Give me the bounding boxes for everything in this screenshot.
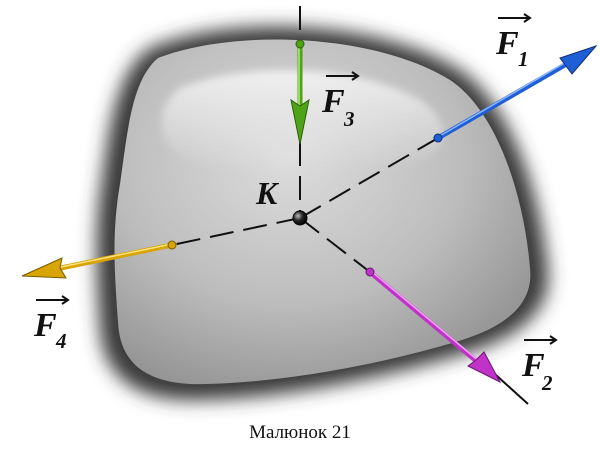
label-f4: F 4 [33, 295, 70, 353]
line-of-action-f1 [299, 137, 439, 219]
label-f3: F 3 [321, 71, 360, 131]
f1-letter: F [495, 25, 519, 62]
f3-letter: F [321, 83, 345, 120]
line-of-action-f4 [171, 217, 301, 246]
figure-caption: Малюнок 21 [249, 422, 351, 443]
f4-index: 4 [55, 329, 67, 353]
point-k-label: K [255, 175, 280, 211]
line-of-action-f2 [299, 217, 371, 273]
f2-letter: F [521, 347, 545, 384]
point-k-marker [292, 210, 308, 226]
label-f1: F 1 [495, 13, 532, 71]
vector-f2 [365, 267, 502, 384]
f2-vector-overbar [524, 335, 558, 345]
vector-f1 [433, 44, 598, 143]
f2-index: 2 [541, 371, 553, 395]
f4-vector-overbar [36, 295, 70, 305]
vector-f4 [21, 240, 177, 279]
f4-letter: F [33, 307, 57, 344]
f1-index: 1 [518, 47, 529, 71]
f3-index: 3 [343, 107, 355, 131]
f1-vector-overbar [498, 13, 532, 23]
f3-vector-overbar [326, 71, 360, 81]
vector-f3 [290, 39, 310, 145]
label-f2: F 2 [521, 335, 558, 395]
